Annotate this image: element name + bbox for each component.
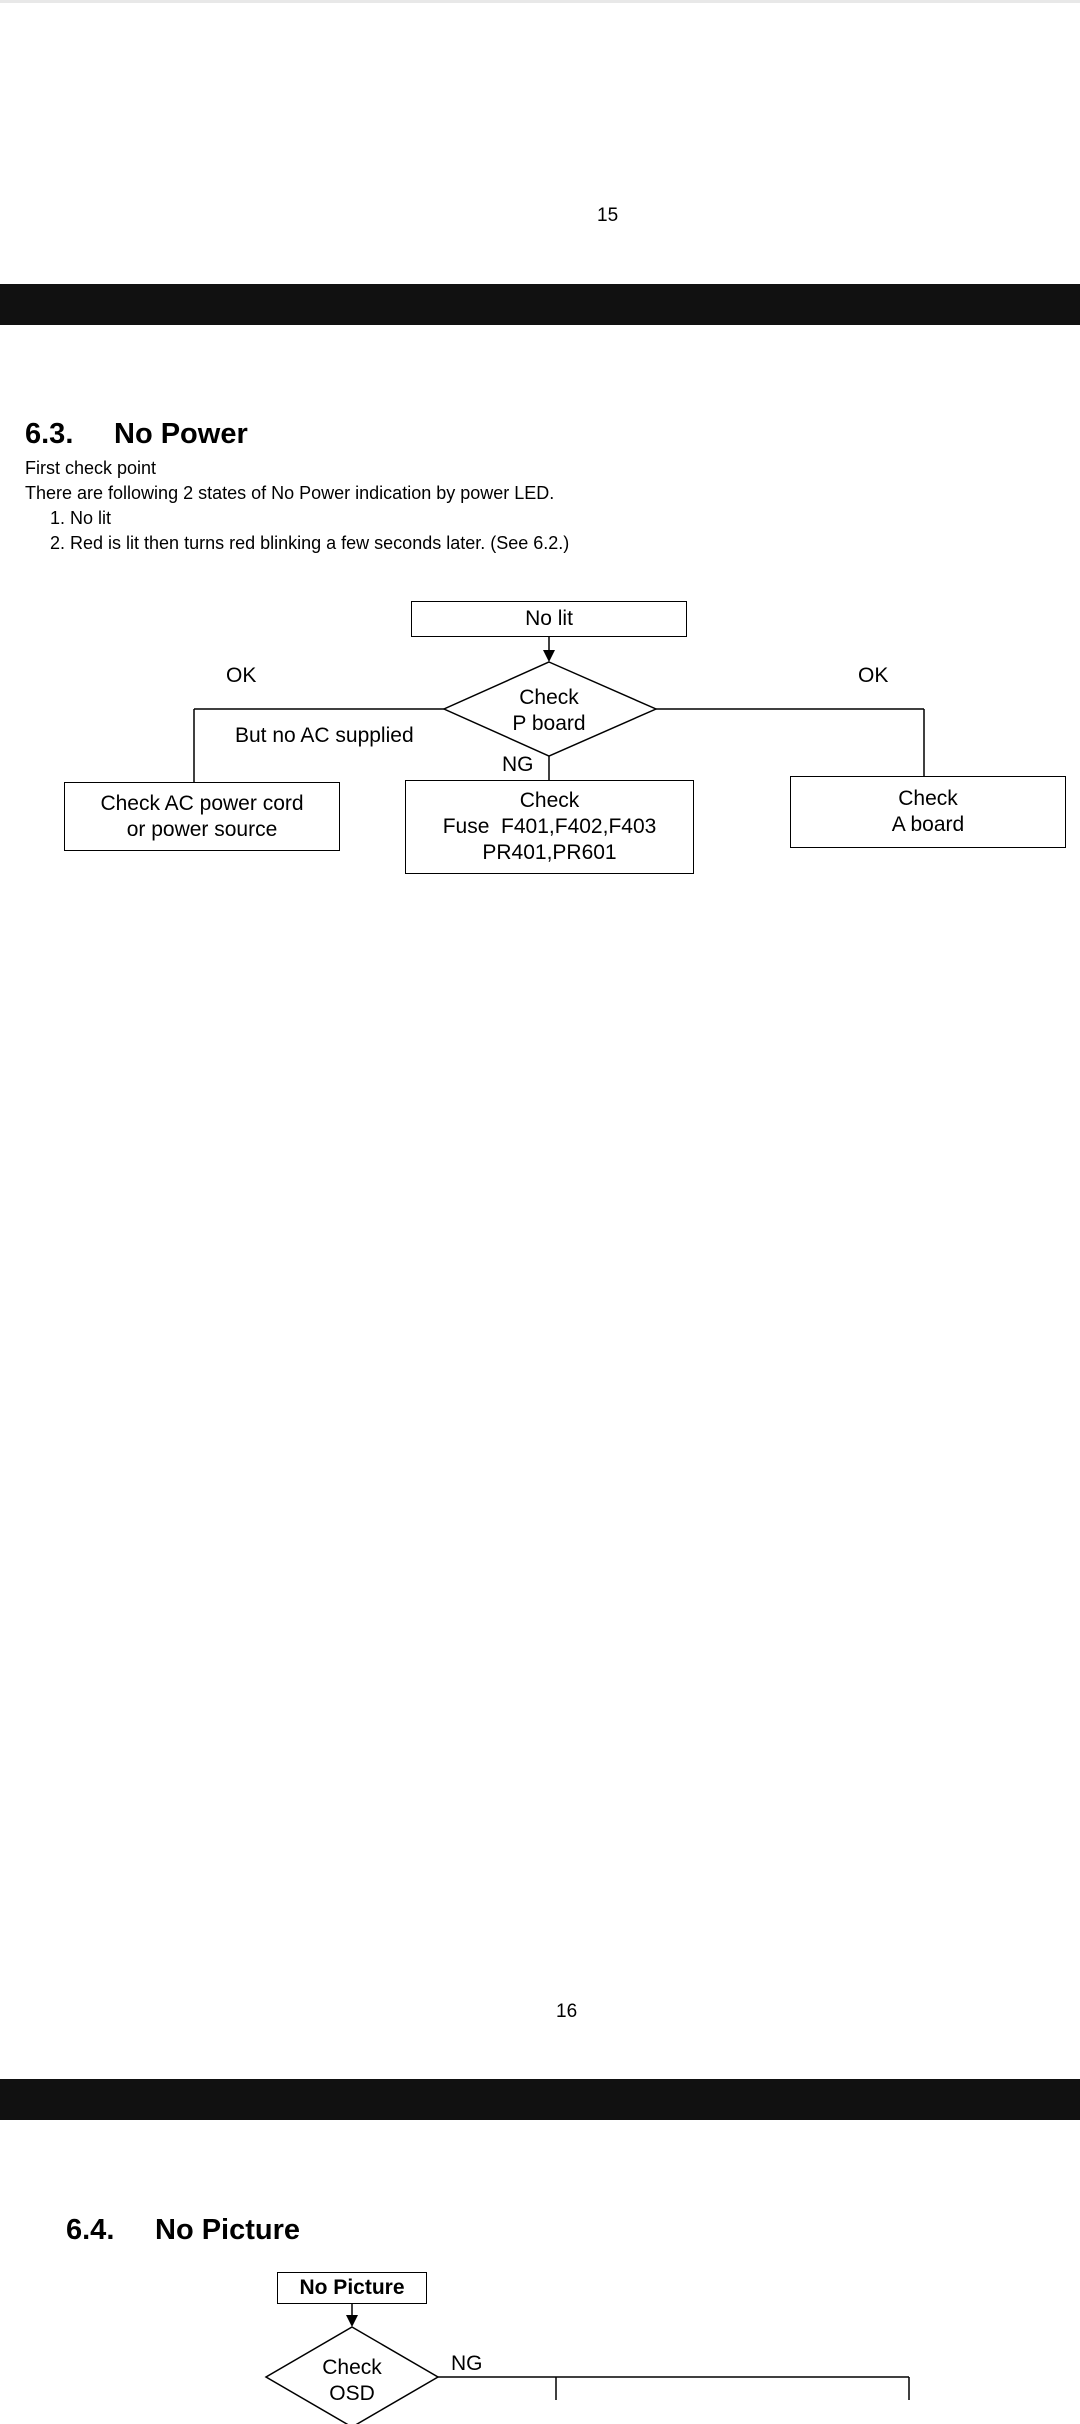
section-number: 6.4. (66, 2214, 115, 2246)
page-separator (0, 2079, 1080, 2120)
box-line: PR401,PR601 (482, 841, 617, 864)
box-line: Fuse F401,F402,F403 (442, 815, 657, 838)
top-shadow (0, 0, 1080, 3)
decision-line: Check (519, 686, 579, 709)
ng-label: NG (502, 753, 534, 776)
ng-label: NG (451, 2352, 483, 2375)
no-picture-flowchart-lines (264, 2304, 910, 2424)
page-number: 15 (597, 205, 619, 226)
left-result-box: Check AC power cord or power source (64, 782, 340, 851)
section-number: 6.3. (25, 418, 74, 450)
no-power-flowchart-lines (193, 636, 925, 782)
intro-text: There are following 2 states of No Power… (25, 483, 555, 503)
left-ok-label: OK (226, 664, 257, 687)
first-check-point: First check point (25, 458, 157, 478)
section-heading: 6.4. No Picture (66, 2214, 300, 2247)
decision-label: Check P board (489, 685, 609, 737)
box-line: Check (519, 789, 580, 812)
box-line: or power source (126, 817, 278, 841)
box-line: A board (891, 813, 965, 836)
start-box: No lit (411, 601, 687, 637)
page-separator (0, 284, 1080, 325)
right-result-box: Check A board (790, 776, 1066, 848)
section-title: No Picture (155, 2214, 301, 2246)
section-heading: 6.3. No Power (25, 418, 248, 451)
box-line: Check AC power cord (100, 791, 304, 815)
decision-line: P board (512, 712, 586, 735)
section-title: No Power (114, 418, 248, 450)
decision-line: OSD (329, 2382, 375, 2405)
page-number: 16 (556, 2001, 578, 2022)
right-ok-label: OK (858, 664, 889, 687)
box-line: Check (898, 787, 958, 810)
start-label: No Picture (299, 2276, 405, 2299)
state-item: 2. Red is lit then turns red blinking a … (50, 533, 570, 553)
left-note: But no AC supplied (235, 724, 414, 747)
center-result-box: Check Fuse F401,F402,F403 PR401,PR601 (405, 780, 694, 874)
start-box: No Picture (277, 2272, 427, 2304)
decision-line: Check (322, 2356, 382, 2379)
decision-label: Check OSD (302, 2355, 402, 2407)
state-item: 1. No lit (50, 508, 112, 528)
start-label: No lit (525, 607, 573, 630)
